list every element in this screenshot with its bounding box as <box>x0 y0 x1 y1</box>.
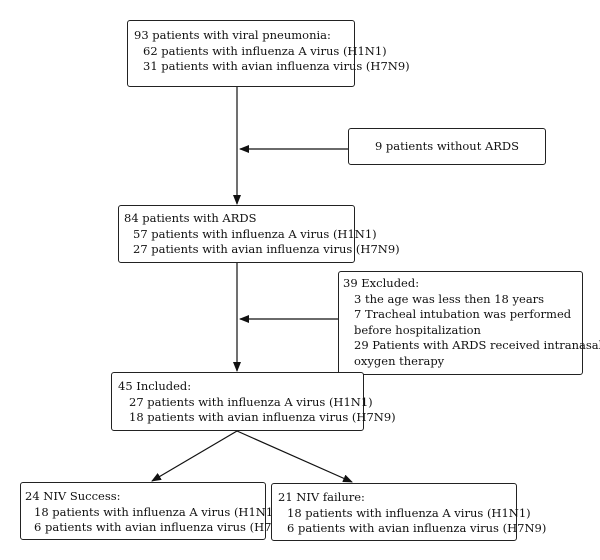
box-title: 45 Included: <box>118 379 192 393</box>
box-title: 24 NIV Success: <box>25 489 121 503</box>
box-viral-pneumonia: 93 patients with viral pneumonia: 62 pat… <box>127 20 410 87</box>
box-niv-success: 24 NIV Success: 18 patients with influen… <box>20 482 294 540</box>
box-niv-failure: 21 NIV failure: 18 patients with influen… <box>271 483 547 541</box>
box-line: 18 patients with influenza A virus (H1N1… <box>287 505 531 520</box>
box-title: 84 patients with ARDS <box>124 211 257 225</box>
box-line: 27 patients with avian influenza virus (… <box>133 242 400 256</box>
box-line: 18 patients with influenza A virus (H1N1… <box>34 504 278 519</box>
box-line: 3 the age was less then 18 years <box>354 291 545 306</box>
box-excluded: 39 Excluded: 3 the age was less then 18 … <box>338 271 600 375</box>
box-line: 7 Tracheal intubation was performed <box>354 307 572 321</box>
box-line: before hospitalization <box>354 322 481 337</box>
box-line: 6 patients with avian influenza virus (H… <box>287 521 547 535</box>
box-line: oxygen therapy <box>354 353 445 368</box>
box-line: 18 patients with avian influenza virus (… <box>129 410 396 424</box>
box-title: 93 patients with viral pneumonia: <box>134 28 331 42</box>
box-line: 31 patients with avian influenza virus (… <box>143 59 410 73</box>
box-line: 6 patients with avian influenza virus (H… <box>34 520 294 534</box>
box-title: 9 patients without ARDS <box>374 139 520 153</box>
arrow-to-failure <box>236 430 353 483</box>
box-without-ards: 9 patients without ARDS <box>348 128 546 165</box>
box-line: 27 patients with influenza A virus (H1N1… <box>129 394 373 409</box>
box-line: 62 patients with influenza A virus (H1N1… <box>143 43 387 58</box>
arrow-to-success <box>151 430 238 482</box>
box-title: 39 Excluded: <box>343 276 420 290</box>
box-included: 45 Included: 27 patients with influenza … <box>111 372 396 431</box>
box-line: 57 patients with influenza A virus (H1N1… <box>133 226 377 241</box>
box-title: 21 NIV failure: <box>278 490 365 504</box>
box-line: 29 Patients with ARDS received intranasa… <box>354 338 600 352</box>
box-ards: 84 patients with ARDS 57 patients with i… <box>118 205 400 263</box>
